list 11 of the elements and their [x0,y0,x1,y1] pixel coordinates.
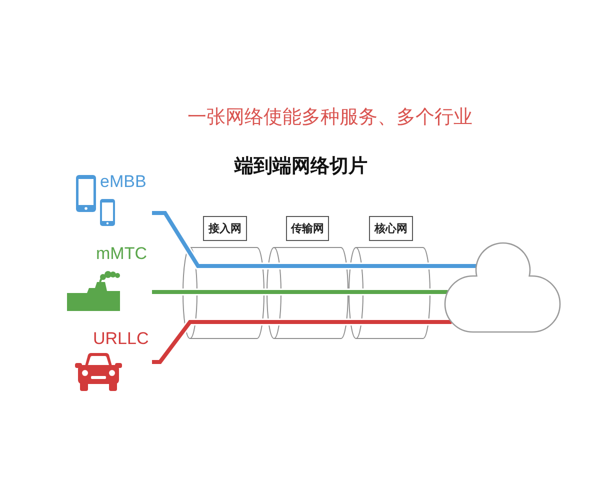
label-box: 传输网 [286,216,329,241]
connector-line [152,211,476,268]
label-box: 核心网 [369,216,413,241]
title: 一张网络使能多种服务、多个行业 [188,108,472,127]
label-box: 接入网 [203,216,247,241]
service-label: URLLC [93,330,149,347]
connector-line [152,320,452,364]
subtitle: 端到端网络切片 [234,157,368,176]
service-label: eMBB [100,173,146,190]
service-label: mMTC [96,245,147,262]
connector-line [152,290,448,294]
